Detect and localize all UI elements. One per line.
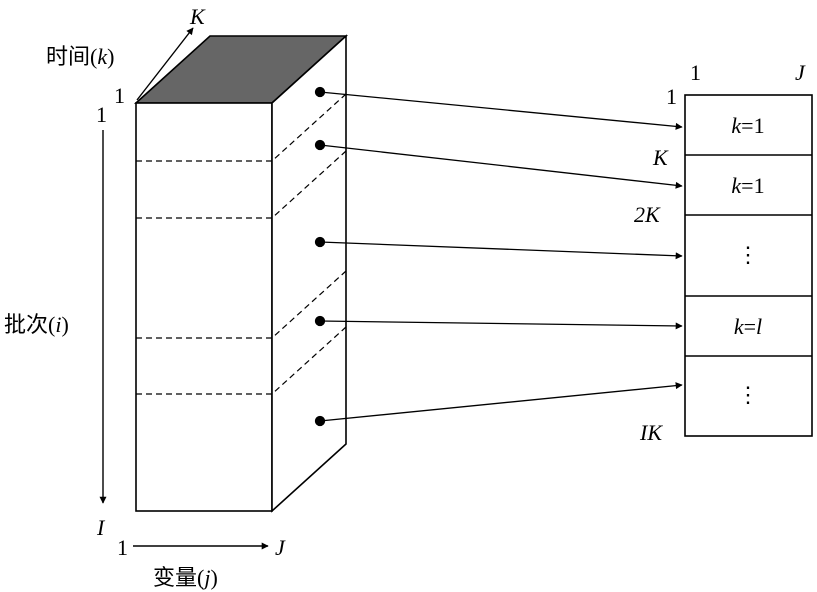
connector-arrows [314,86,683,427]
cube-side-face [271,34,347,513]
time-axis-start: 1 [114,83,125,108]
unfolded-matrix: 1 J 1 K 2K IK k=1 k=1 ⋮ k=l ⋮ [634,60,813,445]
batch-axis-label: 批次(i) [4,312,69,338]
matrix-end-label: IK [639,420,663,445]
time-axis: K 1 时间(k) [46,4,206,108]
connector-arrow [319,382,683,422]
variable-axis-end: J [275,535,286,560]
time-axis-end: K [189,4,206,29]
connector-arrow [319,320,683,330]
variable-axis-label: 变量(j) [153,565,218,591]
matrix-cell: k=1 [731,173,764,198]
cube-front-face [135,102,273,512]
matrix-col-end: J [795,60,806,85]
cube-slice-lines [136,93,347,395]
connector-arrow [319,144,683,189]
matrix-row-label: K [652,145,669,170]
matrix-row-label: 2K [634,202,661,227]
connector-arrow [319,91,683,130]
matrix-outline [684,94,813,437]
variable-axis: 1 J 变量(j) [117,535,286,591]
batch-axis-end: I [96,515,106,540]
matrix-row-label: 1 [666,84,677,109]
time-axis-label: 时间(k) [46,44,114,70]
variable-axis-start: 1 [117,535,128,560]
matrix-cell: ⋮ [737,242,759,267]
matrix-cell: ⋮ [737,382,759,407]
matrix-cell: k=1 [731,113,764,138]
connector-arrow [319,241,683,260]
data-cube [133,34,349,513]
batch-axis: 1 I 批次(i) [4,102,107,540]
matrix-cell: k=l [734,314,762,339]
batch-axis-start: 1 [96,102,107,127]
matrix-col-start: 1 [690,60,701,85]
